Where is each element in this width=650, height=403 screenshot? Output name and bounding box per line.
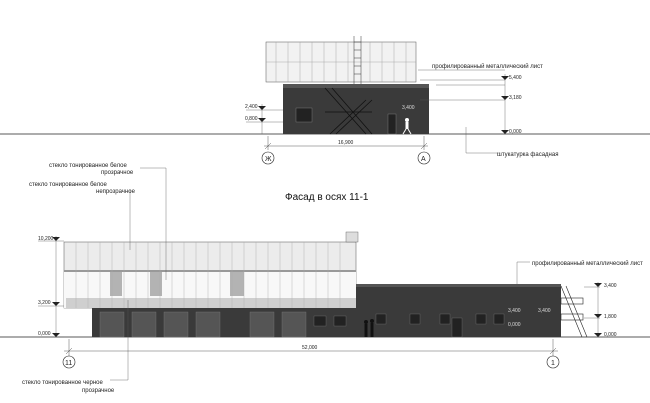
width-dimension-2: 52,000 [302,345,318,351]
axis-label-right: А [421,156,426,163]
level-right-1: 5,400 [509,75,522,81]
note-plaster: штукатурка фасадная [497,152,558,158]
axis-label-left: Ж [265,156,272,163]
person-figure [402,118,412,135]
level-left-top: 10,200 [38,236,54,242]
width-dimension-1: 16,900 [338,140,354,146]
note-glass-white-opaque-1: стекло тонированное белое [29,182,107,188]
roof-chimney [345,231,359,243]
level-right-2: 3,180 [509,95,522,101]
level-inner-2: 0,000 [508,322,521,328]
note-roof-sheet: профилированный металлический лист [432,63,543,70]
axis-label-11: 11 [65,360,72,367]
axis-bubble-11 [62,355,76,369]
window [295,107,313,123]
level-inner: 3,400 [402,105,415,111]
axis-bubble-1 [546,355,560,369]
level-right-top: 3,400 [604,283,617,289]
door [387,113,397,135]
note-glass-white-opaque-2: непрозрачное [96,189,136,195]
note-glass-black-2: прозрачное [82,388,115,394]
level-right-ground: 0,000 [604,332,617,338]
level-left-ground: 0,000 [38,331,51,337]
axis-bubble-left [261,151,275,165]
level-inner-1: 3,400 [508,308,521,314]
roof-ladder [353,36,362,84]
person-figures [364,319,374,337]
level-right-mid: 1,800 [604,314,617,320]
level-left-mid: 3,200 [38,300,51,306]
elevation-top: 3,400 профилированный металлический лист… [0,36,650,165]
level-right-3: 0,000 [509,129,522,135]
drawing-title: Фасад в осях 11-1 [285,192,369,203]
elevation-bottom: 3,400 0,000 3,400 10,200 3,200 0,000 [0,163,650,394]
axis-label-1: 1 [551,360,555,367]
note-glass-white-clear-1: стекло тонированное белое [49,163,127,169]
level-inner-3: 3,400 [538,308,551,314]
exterior-stair [324,87,373,135]
side-stair [560,285,588,338]
level-left-1: 2,400 [245,104,258,110]
note-glass-black-1: стекло тонированное черное [22,380,104,386]
level-left-2: 0,800 [245,116,258,122]
note-metal-sheet: профилированный металлический лист [532,260,643,267]
note-glass-white-clear-2: прозрачное [101,170,134,176]
axis-bubble-right [417,151,431,165]
